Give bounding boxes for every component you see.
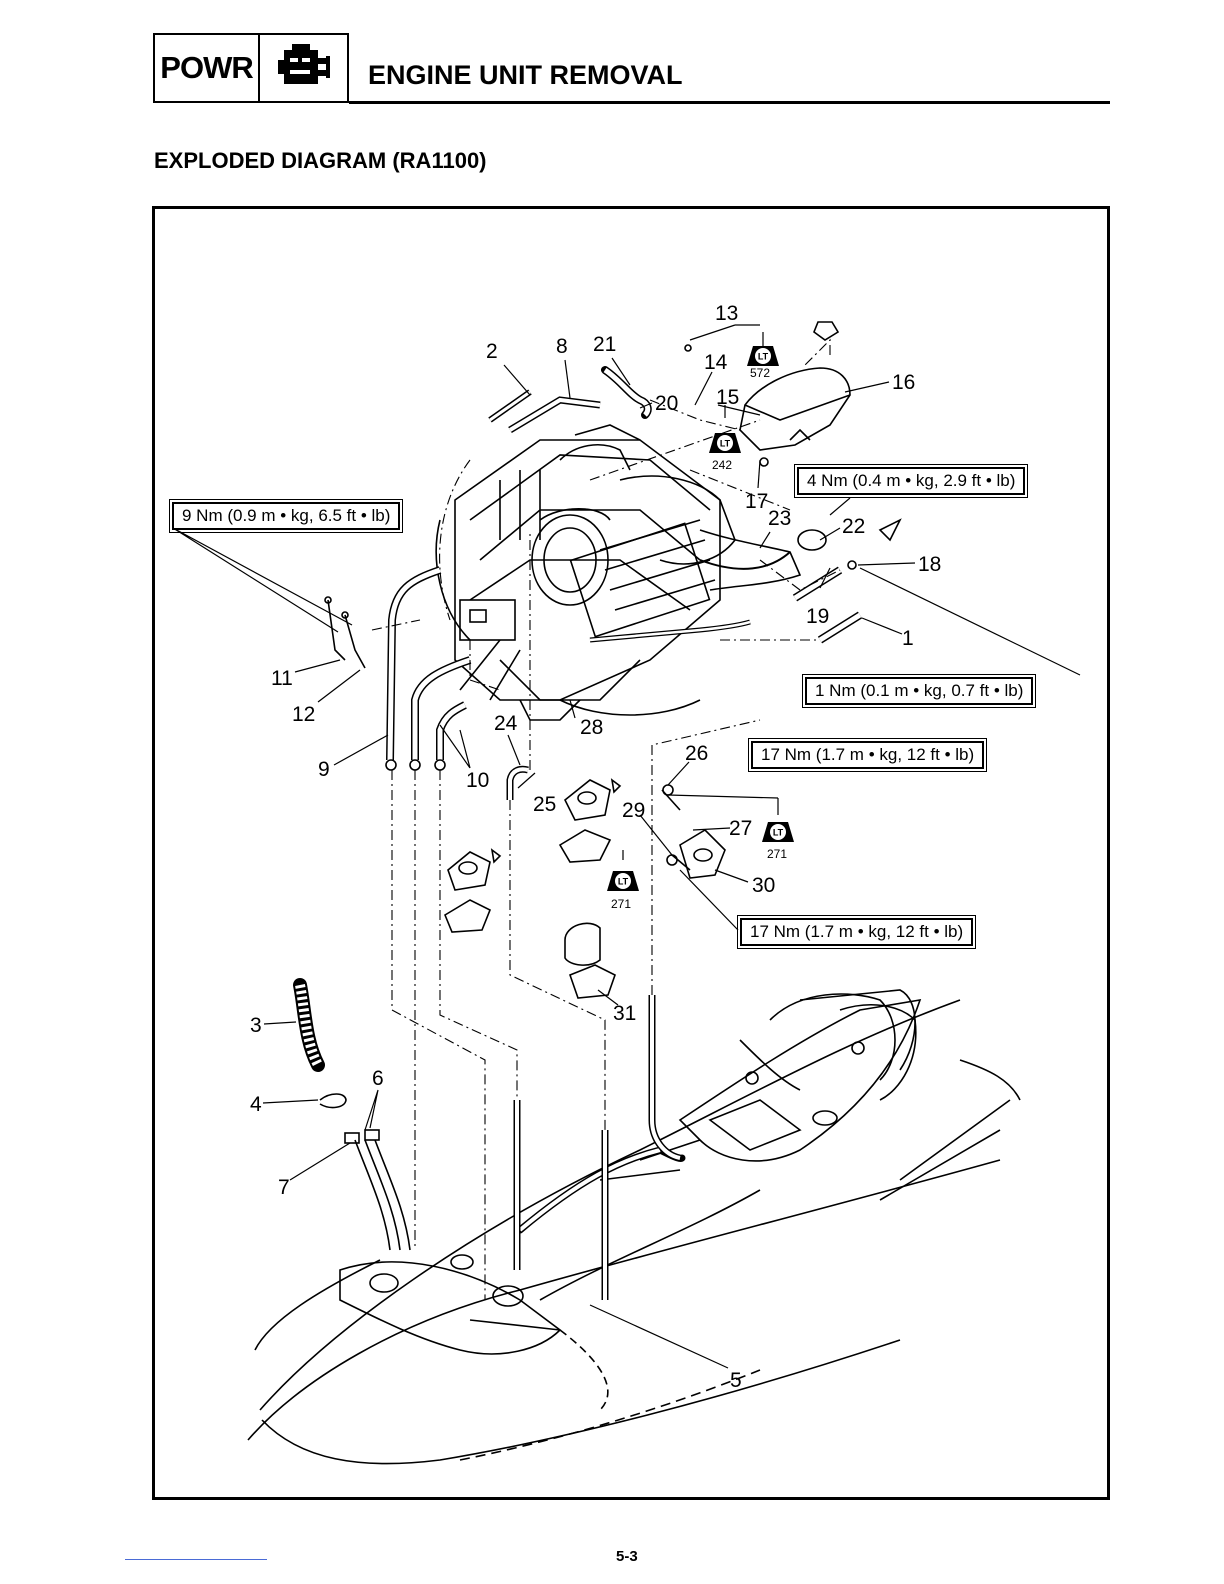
callout-16: 16 xyxy=(892,371,915,394)
engine-mounts xyxy=(443,778,726,999)
callout-2: 2 xyxy=(486,340,498,363)
callout-6: 6 xyxy=(372,1067,384,1090)
svg-text:LT: LT xyxy=(720,439,731,449)
callout-23: 23 xyxy=(768,507,791,530)
callout-7: 7 xyxy=(278,1176,290,1199)
section-code: POWR xyxy=(155,35,260,101)
callout-numbers: 1 2 3 4 5 6 7 8 9 10 11 12 13 14 15 16 1… xyxy=(250,302,941,1392)
callout-15: 15 xyxy=(716,386,739,409)
callout-12: 12 xyxy=(292,703,315,726)
loctite-code: 271 xyxy=(767,847,787,861)
callout-1: 1 xyxy=(902,627,914,650)
torque-spec-1nm: 1 Nm (0.1 m • kg, 0.7 ft • lb) xyxy=(801,674,1037,708)
section-header-box: POWR xyxy=(153,33,349,103)
callout-14: 14 xyxy=(704,351,728,374)
header-rule xyxy=(349,101,1110,104)
loctite-icon: LT xyxy=(709,433,741,453)
callout-11: 11 xyxy=(271,667,293,690)
hull-drawing xyxy=(247,989,1021,1465)
loctite-icon: LT xyxy=(607,871,639,891)
callout-20: 20 xyxy=(655,392,678,415)
svg-text:LT: LT xyxy=(758,352,769,362)
callout-29: 29 xyxy=(622,799,645,822)
callout-22: 22 xyxy=(842,515,865,538)
page-number: 5-3 xyxy=(616,1548,638,1565)
callout-13: 13 xyxy=(715,302,738,325)
torque-spec-9nm: 9 Nm (0.9 m • kg, 6.5 ft • lb) xyxy=(168,499,404,533)
loctite-icon: LT xyxy=(762,822,794,842)
callout-17: 17 xyxy=(745,490,768,513)
loctite-icon: LT xyxy=(747,346,779,366)
loctite-code: 572 xyxy=(750,366,770,380)
callout-18: 18 xyxy=(918,553,941,576)
svg-text:LT: LT xyxy=(618,877,629,887)
callout-21: 21 xyxy=(593,333,616,356)
callout-26: 26 xyxy=(685,742,708,765)
callout-10: 10 xyxy=(466,769,489,792)
callout-27: 27 xyxy=(729,817,752,840)
callout-8: 8 xyxy=(556,335,568,358)
engine-icon xyxy=(260,35,347,101)
page-title: ENGINE UNIT REMOVAL xyxy=(368,60,683,90)
torque-spec-4nm: 4 Nm (0.4 m • kg, 2.9 ft • lb) xyxy=(793,464,1029,498)
loctite-symbols: LT 572 LT 242 LT 271 LT 271 xyxy=(607,346,794,911)
callout-5: 5 xyxy=(730,1369,742,1392)
torque-spec-17nm-upper: 17 Nm (1.7 m • kg, 12 ft • lb) xyxy=(747,738,988,772)
callout-3: 3 xyxy=(250,1014,262,1037)
footer-link-line xyxy=(125,1559,267,1560)
diagram-frame xyxy=(152,206,1110,1500)
callout-31: 31 xyxy=(613,1002,636,1025)
engine-drawing xyxy=(435,424,802,721)
diagram-subtitle: EXPLODED DIAGRAM (RA1100) xyxy=(154,148,487,173)
callout-9: 9 xyxy=(318,758,330,781)
callout-28: 28 xyxy=(580,716,603,739)
callout-30: 30 xyxy=(752,874,775,897)
torque-spec-17nm-lower: 17 Nm (1.7 m • kg, 12 ft • lb) xyxy=(736,915,977,949)
svg-text:LT: LT xyxy=(773,828,784,838)
callout-19: 19 xyxy=(806,605,829,628)
callout-24: 24 xyxy=(494,712,518,735)
loctite-code: 242 xyxy=(712,458,732,472)
callout-25: 25 xyxy=(533,793,556,816)
loctite-code: 271 xyxy=(611,897,631,911)
callout-4: 4 xyxy=(250,1093,262,1116)
